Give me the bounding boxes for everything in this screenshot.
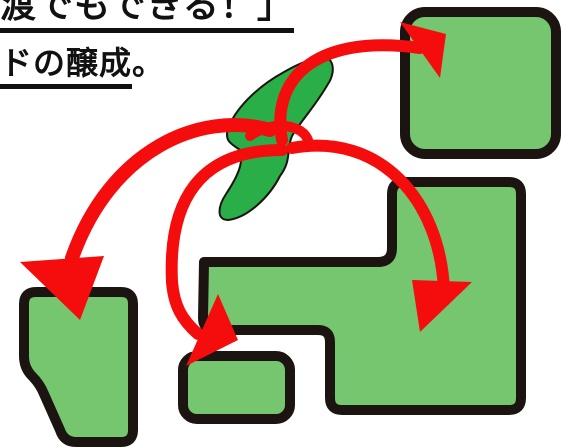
- caption-line-2-suffix: 。: [132, 44, 166, 82]
- region-left: [19, 287, 138, 447]
- caption-line-1: 渡でもできる！」: [0, 0, 294, 33]
- arrow-to-left: [65, 118, 277, 265]
- caption-line-1-text: 渡でもできる！」: [0, 0, 294, 33]
- arrow-swirl: [245, 120, 313, 145]
- arrowhead-top-right: [400, 22, 446, 78]
- arrow-to-small: [165, 144, 288, 340]
- caption-line-2: ドの醸成。: [0, 38, 166, 89]
- arrow-heads: [20, 22, 472, 366]
- transfer-arrows: [65, 39, 450, 340]
- region-small: [178, 351, 295, 424]
- arrow-to-top-right: [274, 39, 426, 146]
- arrow-to-large: [286, 139, 450, 296]
- arrowhead-large: [412, 280, 472, 332]
- arrowhead-small: [186, 294, 238, 366]
- arrowhead-left: [20, 256, 104, 320]
- caption-line-2-underlined: ドの醸成: [0, 44, 133, 89]
- region-large-l: [198, 177, 526, 415]
